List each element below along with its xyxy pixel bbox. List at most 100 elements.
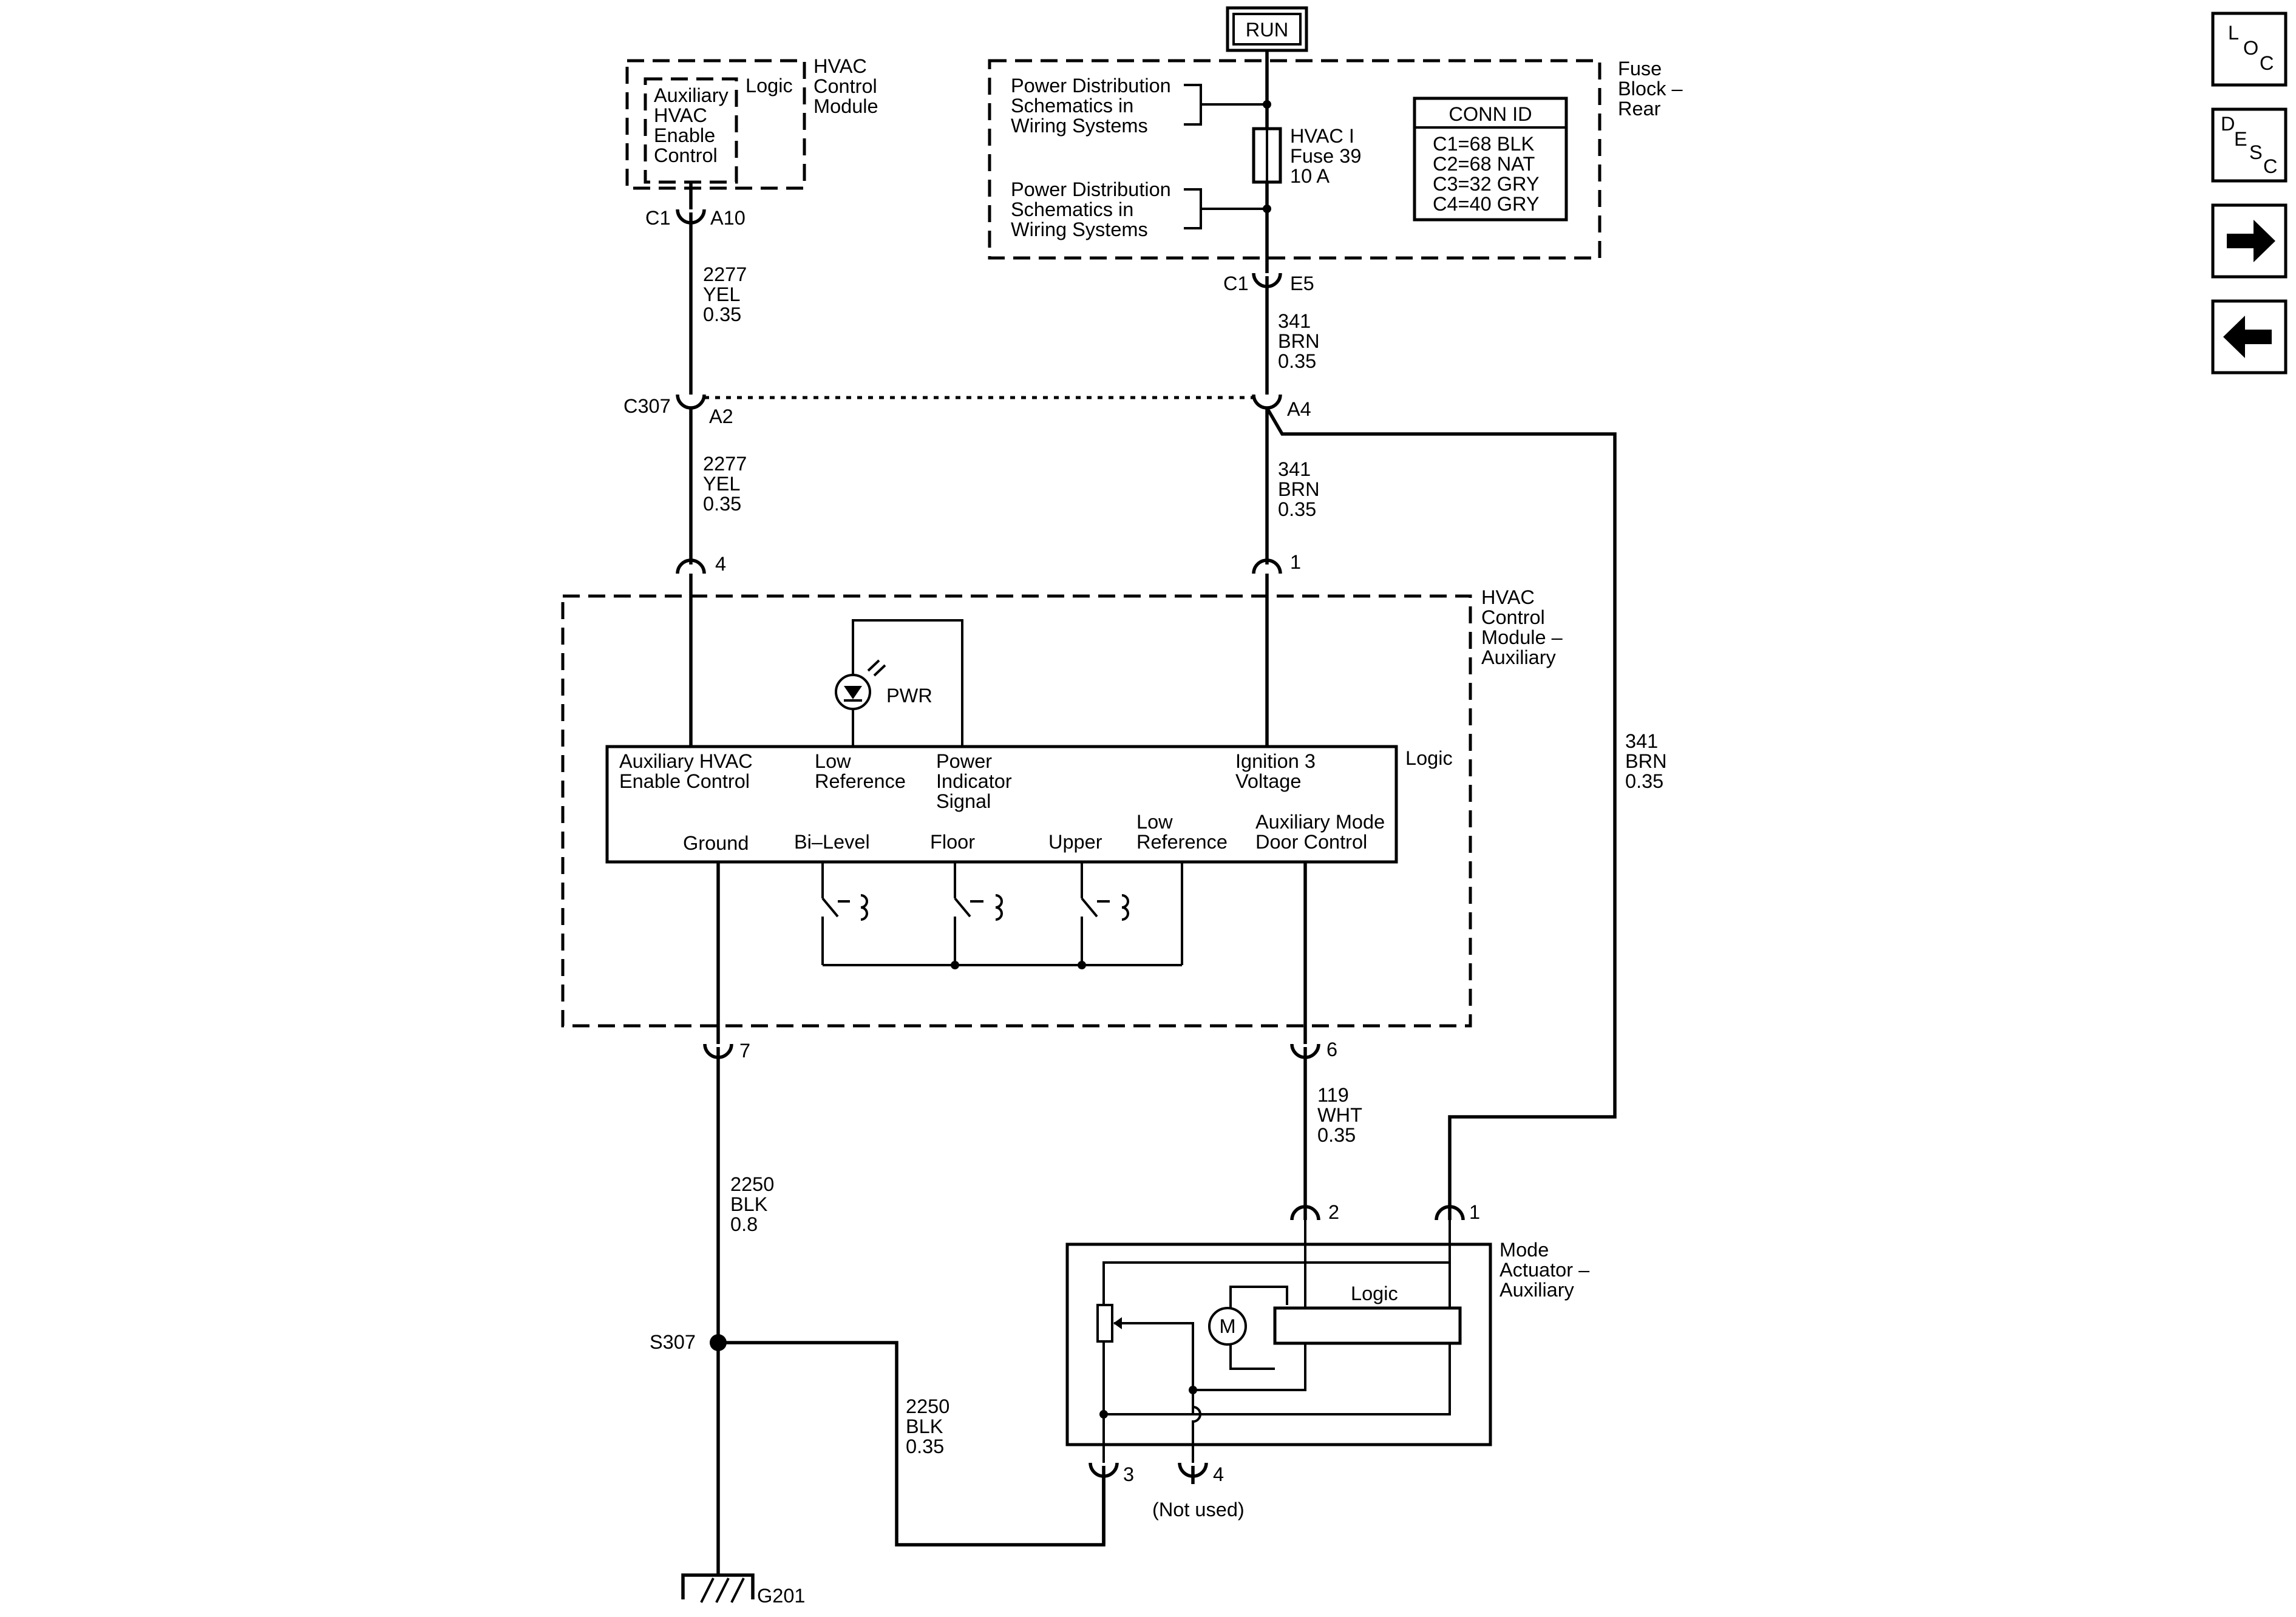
label-aux-hvac-enable-1: Auxiliary HVAC [619, 750, 753, 772]
aux-module-title-2: Control [1481, 606, 1545, 628]
loc-letter-l: L [2228, 22, 2239, 44]
wire-341-branch-right [1265, 407, 1617, 1220]
wire-341-right-size: 0.35 [1625, 770, 1663, 792]
fuse-block-title-3: Rear [1618, 98, 1661, 120]
hvac-module-title-3: Module [813, 95, 878, 117]
aux-enable-line3: Enable [654, 124, 715, 146]
actuator-logic-label: Logic [1351, 1283, 1398, 1304]
label-aux-hvac-enable-2: Enable Control [619, 770, 750, 792]
loc-button[interactable]: L O C [2211, 12, 2288, 87]
wire-341-lower-color: BRN [1278, 478, 1320, 500]
conn-id-row-1: C1=68 BLK [1433, 133, 1534, 155]
not-used-label: (Not used) [1152, 1499, 1245, 1520]
label-low-ref-bottom-1: Low [1136, 811, 1173, 833]
act-pin-3-label: 3 [1123, 1463, 1134, 1485]
label-aux-mode-door-2: Door Control [1255, 831, 1367, 853]
power-dist-1-line3: Wiring Systems [1011, 115, 1148, 137]
label-bi-level: Bi–Level [794, 831, 870, 853]
aux-module-title-1: HVAC [1481, 586, 1535, 608]
wire-2250-branch-color: BLK [906, 1415, 943, 1437]
connector-pin-1 [1252, 558, 1282, 574]
connector-pin-4 [676, 558, 706, 574]
actuator-title-3: Auxiliary [1500, 1279, 1575, 1301]
aux-module-title-3: Module – [1481, 626, 1563, 648]
wire-2277-lower-color: YEL [703, 473, 740, 495]
power-dist-2-line2: Schematics in [1011, 198, 1133, 220]
arrow-right-icon [2227, 220, 2275, 262]
wire-2250-branch-circuit: 2250 [906, 1395, 949, 1417]
label-power-indicator-1: Power [936, 750, 992, 772]
label-power-indicator-2: Indicator [936, 770, 1012, 792]
act-pin-2-label: 2 [1328, 1201, 1339, 1223]
label-upper: Upper [1048, 831, 1102, 853]
wire-341-right-color: BRN [1625, 750, 1667, 772]
wire-2250-branch-size: 0.35 [906, 1436, 944, 1457]
ground-g201-icon [681, 1573, 755, 1603]
label-floor: Floor [930, 831, 975, 853]
wire-2250-main-circuit: 2250 [730, 1173, 774, 1195]
pin-7-label: 7 [739, 1040, 750, 1062]
actuator-title-2: Actuator – [1500, 1259, 1590, 1281]
splice-s307-label: S307 [650, 1331, 696, 1353]
desc-letter-e: E [2234, 128, 2247, 150]
desc-button[interactable]: D E S C [2211, 107, 2288, 183]
power-dist-1-line1: Power Distribution [1011, 75, 1171, 97]
c307-a4-label: A4 [1287, 398, 1311, 420]
label-power-indicator-3: Signal [936, 790, 991, 812]
motor-label: M [1219, 1315, 1235, 1337]
wire-341-upper-color: BRN [1278, 330, 1320, 352]
pwr-label: PWR [886, 685, 932, 707]
aux-module-title-4: Auxiliary [1481, 646, 1557, 668]
back-button[interactable] [2211, 299, 2288, 375]
aux-enable-line1: Auxiliary [654, 84, 729, 106]
conn-id-row-4: C4=40 GRY [1433, 193, 1540, 215]
hvac-module-title-2: Control [813, 75, 877, 97]
act-pin-4-label: 4 [1213, 1463, 1224, 1485]
pin-a10-label: A10 [710, 207, 746, 229]
desc-letter-d: D [2221, 113, 2235, 135]
label-ignition3-1: Ignition 3 [1235, 750, 1316, 772]
wire-2250-main-size: 0.8 [730, 1213, 758, 1235]
fuse-rating: 10 A [1290, 165, 1330, 187]
label-low-ref-top-1: Low [815, 750, 851, 772]
pin-1-label: 1 [1290, 551, 1301, 573]
wire-341-upper-circuit: 341 [1278, 310, 1311, 332]
aux-enable-line4: Control [654, 144, 718, 166]
power-dist-1-line2: Schematics in [1011, 95, 1133, 117]
arrow-left-icon [2223, 316, 2272, 358]
fuse-block-rear: Power Distribution Schematics in Wiring … [988, 58, 1683, 260]
wire-341-right-circuit: 341 [1625, 730, 1658, 752]
desc-letter-c: C [2263, 155, 2277, 177]
wire-2277-upper-size: 0.35 [703, 303, 741, 325]
pin-4-label: 4 [715, 553, 726, 575]
wire-119-color: WHT [1317, 1104, 1362, 1126]
wire-119-circuit: 119 [1317, 1084, 1349, 1106]
c307-a2-label: A2 [709, 405, 733, 427]
forward-button[interactable] [2211, 203, 2288, 279]
hvac-control-module-auxiliary: HVAC Control Module – Auxiliary Logic Au… [561, 586, 1563, 1028]
hvac-module-logic-label: Logic [746, 75, 793, 97]
fuse-number: Fuse 39 [1290, 145, 1361, 167]
connector-act-pin-1 [1435, 1205, 1465, 1221]
label-ground: Ground [683, 832, 749, 854]
actuator-title-1: Mode [1500, 1239, 1549, 1261]
label-ignition3-2: Voltage [1235, 770, 1301, 792]
act-pin-1-label: 1 [1469, 1201, 1480, 1223]
potentiometer-icon [1096, 1304, 1113, 1343]
run-label: RUN [1246, 19, 1288, 41]
hvac-control-module: Auxiliary HVAC Enable Control Logic HVAC… [625, 55, 878, 190]
fuse-block-title-2: Block – [1618, 78, 1683, 100]
wire-2277-upper-circuit: 2277 [703, 263, 747, 285]
conn-id-table [1413, 97, 1568, 222]
conn-id-row-3: C3=32 GRY [1433, 173, 1540, 195]
wire-341-lower-size: 0.35 [1278, 498, 1316, 520]
pin-e5-label: E5 [1290, 273, 1314, 294]
connector-act-pin-2 [1290, 1205, 1320, 1221]
wire-2277-lower-size: 0.35 [703, 493, 741, 515]
wire-2277-upper-color: YEL [703, 283, 740, 305]
pin-6-label: 6 [1326, 1039, 1337, 1060]
wire-119-size: 0.35 [1317, 1124, 1356, 1146]
wire-2277-lower-circuit: 2277 [703, 453, 747, 475]
